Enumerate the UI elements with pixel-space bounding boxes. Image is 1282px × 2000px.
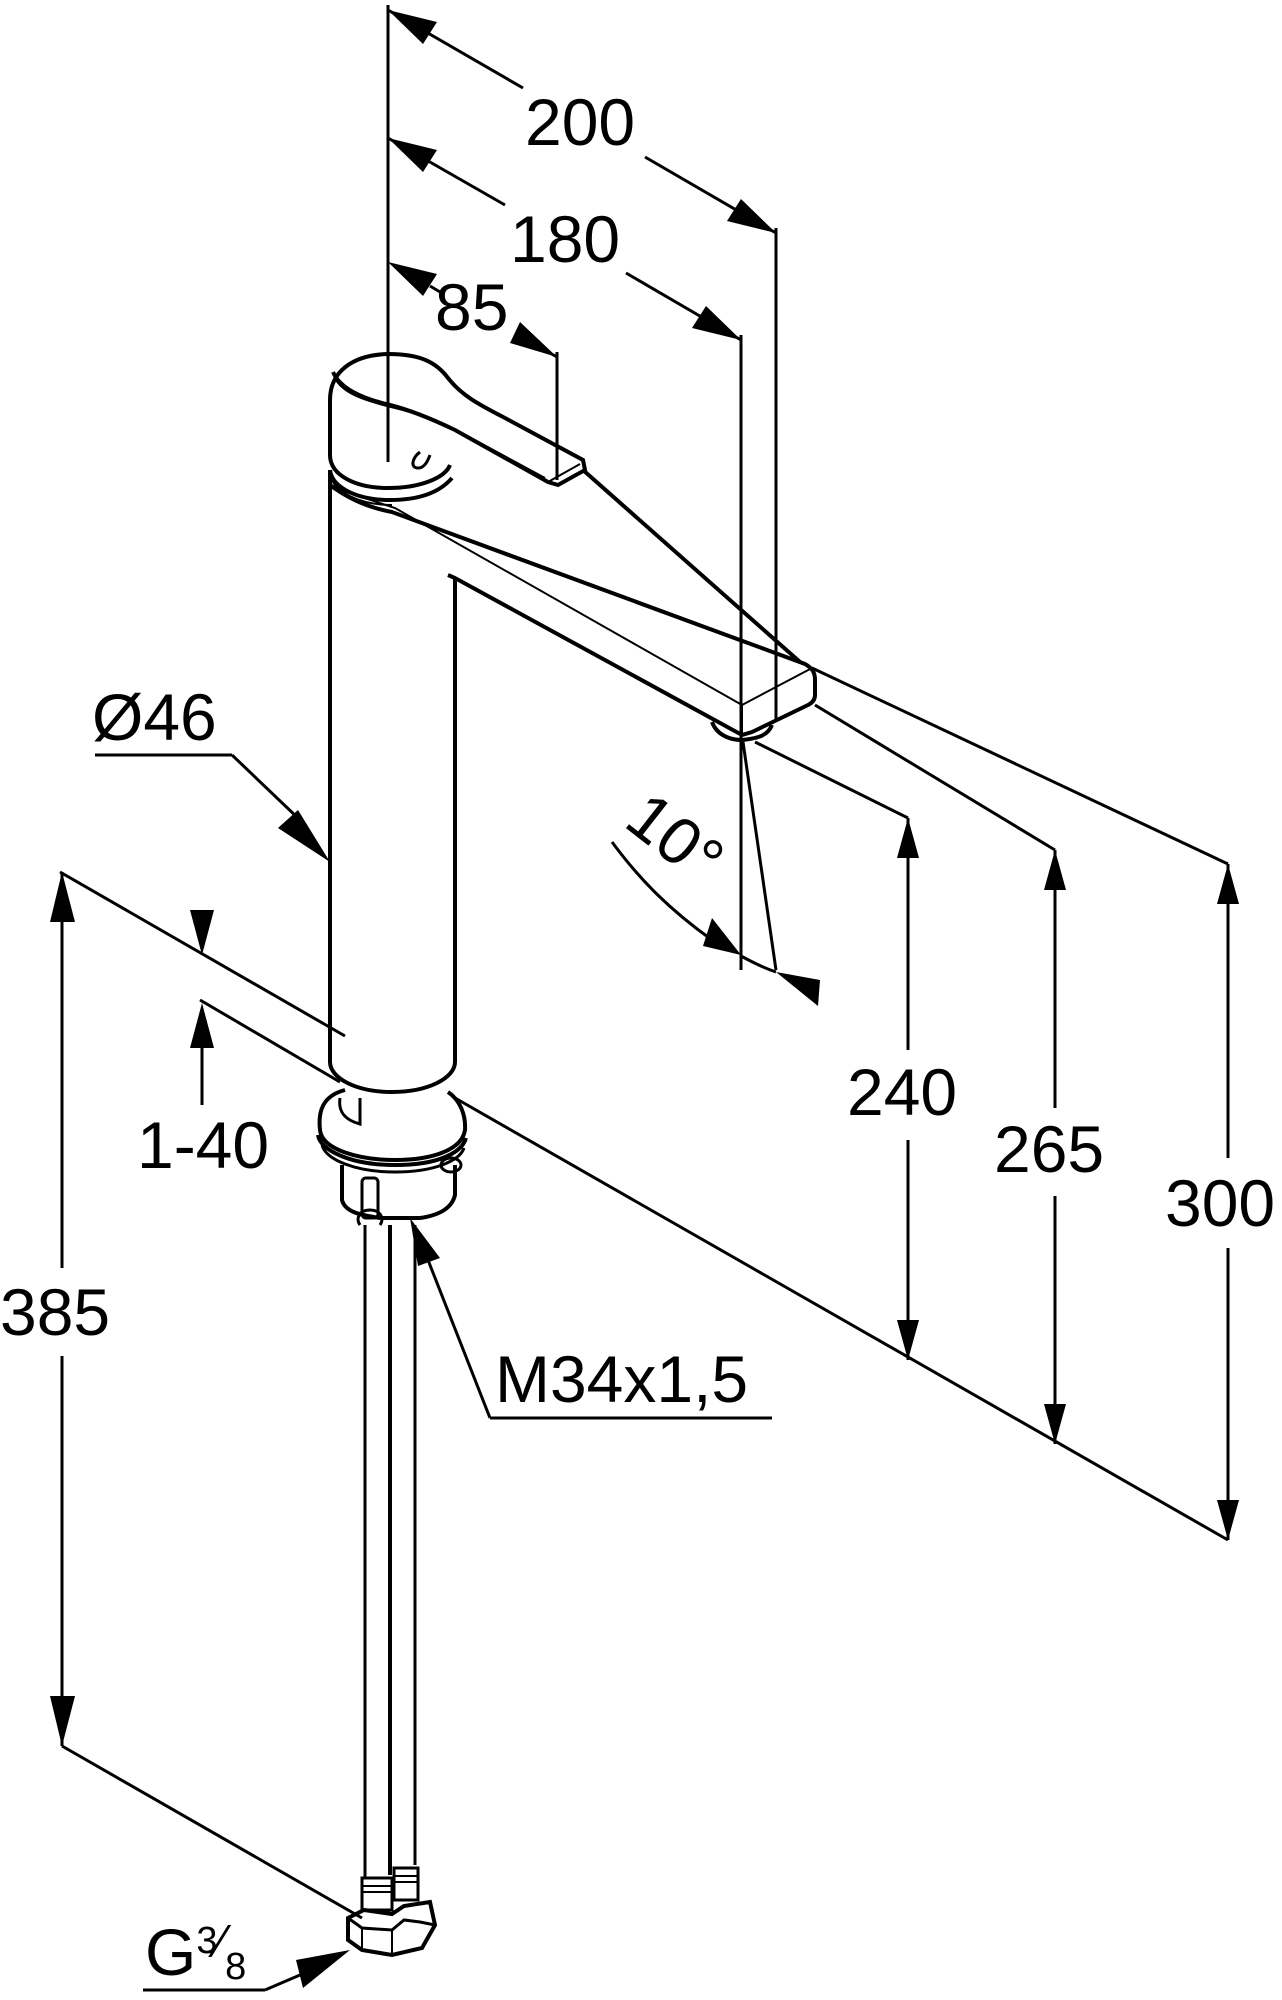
dim-angle-label: 10° (613, 778, 737, 898)
deck-thickness-dimension: 1-40 (59, 870, 346, 1182)
dim-85-label: 85 (435, 270, 508, 344)
dim-385-label: 385 (0, 1275, 110, 1349)
pillar-diameter-dimension: Ø46 (92, 680, 330, 862)
dim-m34-label: M34x1,5 (495, 1342, 748, 1416)
height-dimensions: 240 265 300 (454, 666, 1275, 1542)
supply-hoses (346, 1225, 438, 1958)
mounting-assembly (316, 1088, 468, 1226)
dim-240-label: 240 (847, 1055, 957, 1129)
spout (328, 483, 817, 738)
dim-200-label: 200 (525, 85, 635, 159)
dim-deck-label: 1-40 (137, 1108, 269, 1182)
dim-300-label: 300 (1165, 1166, 1275, 1240)
hose-length-dimension: 385 (0, 872, 363, 1920)
faucet-body (328, 351, 817, 1095)
connection-thread-callout: G3⁄8 (143, 1915, 350, 1992)
dim-g38-label: G3⁄8 (145, 1915, 246, 1989)
mounting-thread-callout: M34x1,5 (410, 1218, 772, 1420)
top-dimensions: 200 180 85 (386, 5, 778, 970)
dim-diameter-label: Ø46 (92, 680, 217, 754)
dim-265-label: 265 (994, 1112, 1104, 1186)
spout-angle-dimension: 10° (610, 741, 820, 1006)
lever-handle (328, 351, 588, 488)
dim-180-label: 180 (510, 202, 620, 276)
